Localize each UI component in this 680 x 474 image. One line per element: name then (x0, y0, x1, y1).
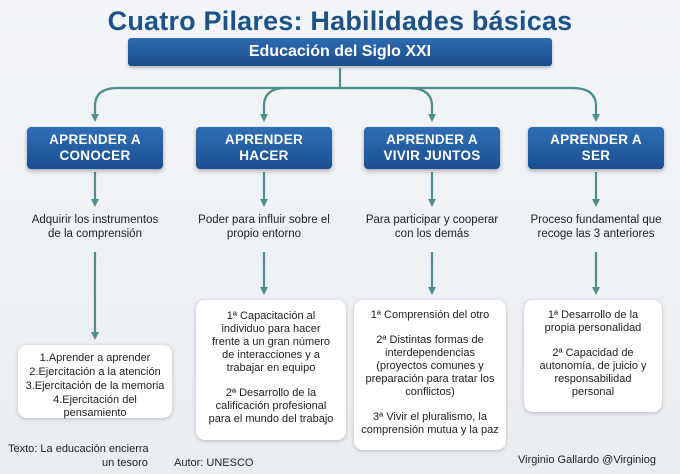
list-item: 1ª Desarrollo de la propia personalidad (544, 309, 642, 334)
list-item: 3ª Vivir el pluralismo, la comprensión m… (361, 411, 499, 436)
pillar-aprender-ser: APRENDER A SER (528, 127, 664, 169)
list-item: 2ª Capacidad de autonomía, de juicio y r… (539, 347, 647, 398)
subtitle-text: Educación del Siglo XXI (248, 43, 432, 60)
footer-author: Autor: UNESCO (174, 457, 254, 469)
card-ser: 1ª Desarrollo de la propia personalidad … (524, 300, 662, 412)
list-item: 1ª Comprensión del otro (370, 309, 490, 321)
list-item: 3.Ejercitación de la memoria (25, 380, 165, 392)
description-vivir-juntos: Para participar y cooperar con los demás (365, 214, 499, 240)
branch-line-left (91, 86, 340, 122)
list-item: 2ª Desarrollo de la calificación profesi… (208, 387, 334, 425)
footer-source-text: Texto: La educación encierra (8, 443, 149, 455)
list-item: 1.Aprender a aprender (39, 352, 151, 364)
list-item: 2.Ejercitación a la atención (29, 366, 161, 378)
footer-source-text-cont: un tesoro (102, 457, 148, 469)
card-vivir-juntos: 1ª Comprensión del otro 2ª Distintas for… (354, 300, 506, 450)
pillar-aprender-hacer: APRENDER HACER (196, 127, 332, 169)
branch-line-right (340, 86, 600, 122)
branch-line-center-left (260, 86, 340, 122)
list-item: 4.Ejercitación del pensamiento (53, 394, 137, 419)
pillar-aprender-vivir-juntos: APRENDER A VIVIR JUNTOS (364, 127, 500, 169)
description-ser: Proceso fundamental que recoge las 3 ant… (530, 214, 662, 240)
description-hacer: Poder para influir sobre el propio entor… (198, 214, 330, 240)
diagram-title: Cuatro Pilares: Habilidades básicas (107, 6, 573, 36)
card-hacer: 1ª Capacitación al individuo para hacer … (196, 300, 346, 440)
pillar-aprender-conocer: APRENDER A CONOCER (27, 127, 163, 169)
list-item: 2ª Distintas formas de interdependencias… (365, 334, 495, 398)
card-conocer: 1.Aprender a aprender 2.Ejercitación a l… (18, 345, 172, 419)
subtitle-banner: Educación del Siglo XXI (128, 38, 552, 66)
description-conocer: Adquirir los instrumentos de la comprens… (31, 214, 159, 240)
footer-credit: Virginio Gallardo @Virginiog (518, 454, 656, 466)
branch-line-center-right (340, 86, 436, 122)
list-item: 1ª Capacitación al individuo para hacer … (211, 310, 331, 374)
